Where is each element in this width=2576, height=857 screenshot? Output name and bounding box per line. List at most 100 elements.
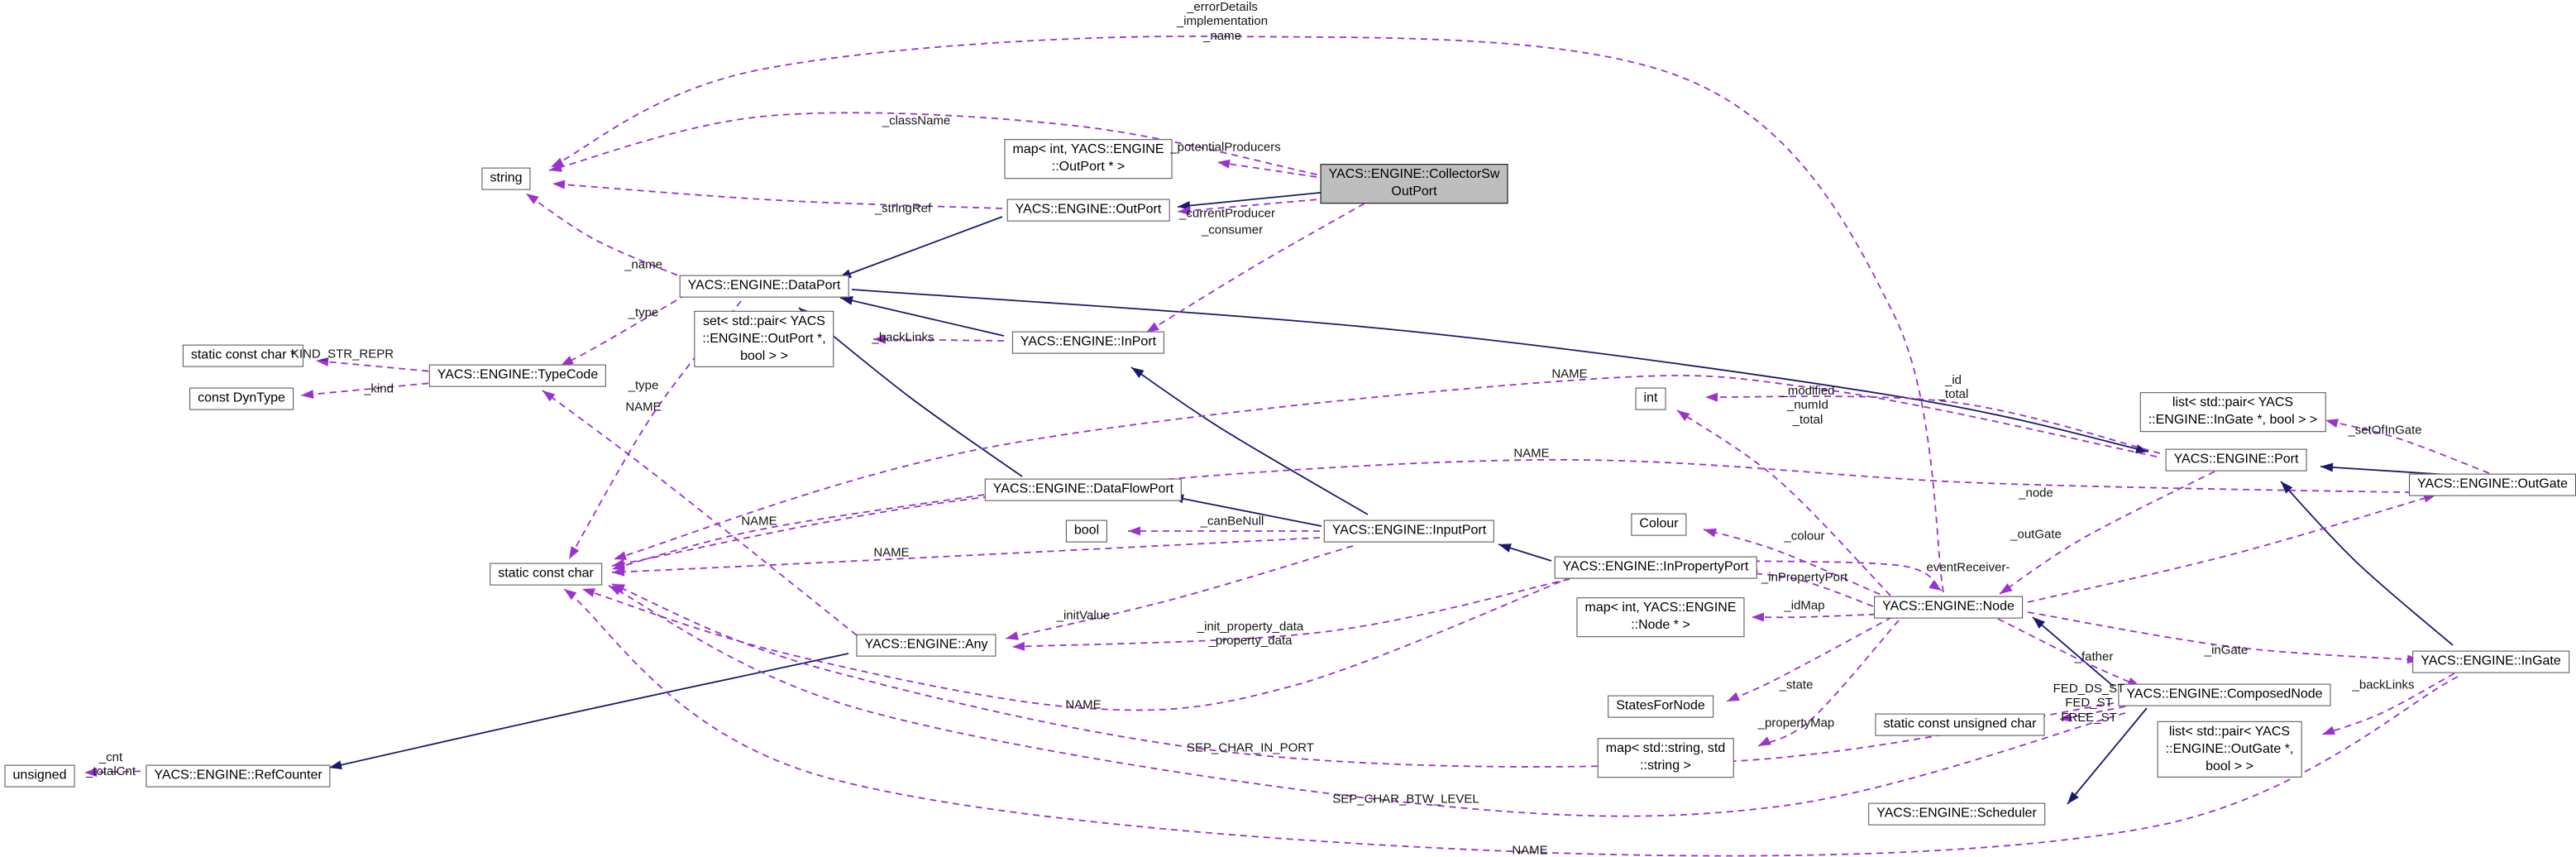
edge-composedNode-scheduler — [2067, 707, 2148, 805]
class-node-colour: Colour — [1631, 513, 1687, 536]
class-node-composedNode[interactable]: YACS::ENGINE::ComposedNode — [2118, 683, 2331, 706]
edge-node-inPropertyPort — [1744, 572, 1885, 611]
edge-inGate-port — [2280, 481, 2454, 646]
arrowhead — [612, 567, 625, 577]
edge-inGate-staticConstChar — [563, 588, 2459, 857]
arrowhead — [2033, 617, 2045, 629]
class-node-staticConstUChar: static const unsigned char — [1875, 713, 2045, 736]
edge-inputPort-inPort — [1130, 366, 1369, 515]
edge-collector-inPort — [1145, 203, 1365, 333]
edge-inPort-dataPort — [839, 297, 1005, 337]
arrowhead — [1727, 692, 1740, 701]
edge-composedNode-staticConstChar — [608, 585, 2126, 817]
edge-any-typeCode — [542, 390, 858, 636]
edge-node-statesForNode — [1726, 616, 1893, 702]
arrowhead — [1131, 367, 1145, 378]
edge-node-outGate — [2027, 494, 2437, 603]
class-node-staticConstChar: static const char — [490, 563, 602, 586]
arrowhead — [1704, 528, 1717, 538]
arrowhead — [552, 180, 566, 189]
edge-outGate-port — [2320, 466, 2450, 476]
arrowhead — [1128, 526, 1140, 536]
class-node-int: int — [1635, 387, 1666, 410]
class-node-dataPort[interactable]: YACS::ENGINE::DataPort — [679, 275, 849, 298]
class-node-scheduler[interactable]: YACS::ENGINE::Scheduler — [1868, 802, 2045, 826]
class-node-dataFlowPort[interactable]: YACS::ENGINE::DataFlowPort — [984, 478, 1183, 501]
class-node-mapIntNode: map< int, YACS::ENGINE ::Node * > — [1576, 597, 1745, 637]
arrowhead — [2059, 712, 2072, 722]
class-node-collector[interactable]: YACS::ENGINE::CollectorSw OutPort — [1320, 164, 1508, 203]
arrowhead — [2322, 725, 2335, 735]
edge-outGate-staticConstChar — [611, 458, 2447, 567]
class-node-inputPort[interactable]: YACS::ENGINE::InputPort — [1323, 519, 1495, 543]
class-node-bool: bool — [1065, 519, 1108, 543]
edge-dataPort-typeCode — [560, 294, 687, 366]
edge-any-refCounter — [328, 653, 849, 768]
edge-port-staticConstChar — [613, 375, 2158, 560]
edge-inputPort-any — [1005, 545, 1354, 639]
edge-collector-mapIntOutPort — [1216, 161, 1329, 180]
edge-inputPort-dataFlowPort — [1170, 496, 1322, 527]
arrowhead — [569, 546, 580, 559]
class-node-mapStringString: map< std::string, std ::string > — [1597, 738, 1734, 778]
arrowhead — [582, 588, 595, 597]
edge-node-mapStringString — [1757, 620, 1900, 747]
edge-composedNode-staticConstChar — [611, 583, 2115, 768]
arrowhead — [526, 194, 539, 204]
edge-collector-outPort — [1177, 191, 1329, 208]
class-node-any[interactable]: YACS::ENGINE::Any — [856, 634, 996, 657]
arrowhead — [2325, 419, 2339, 428]
class-node-inGate[interactable]: YACS::ENGINE::InGate — [2412, 650, 2569, 673]
class-node-outPort[interactable]: YACS::ENGINE::OutPort — [1006, 199, 1170, 222]
arrowhead — [614, 551, 627, 561]
arrowhead — [612, 561, 625, 571]
arrowhead — [1146, 322, 1159, 333]
edge-collector-outPort — [1177, 198, 1329, 213]
edge-port-int — [1704, 395, 2161, 454]
arrowhead — [316, 357, 329, 366]
arrowhead — [1705, 392, 1718, 402]
arrowhead — [1498, 543, 1512, 553]
arrowhead — [561, 356, 574, 366]
edge-node-inGate — [2027, 611, 2421, 661]
edge-node-string — [550, 35, 1944, 593]
arrowhead — [2320, 462, 2334, 472]
class-node-mapIntOutPort: map< int, YACS::ENGINE ::OutPort * > — [1004, 139, 1173, 179]
arrowhead — [564, 589, 577, 601]
class-node-refCounter[interactable]: YACS::ENGINE::RefCounter — [146, 764, 331, 788]
class-node-statesForNode: StatesForNode — [1608, 695, 1713, 718]
class-node-inPort[interactable]: YACS::ENGINE::InPort — [1011, 331, 1165, 354]
edge-outGate-listPairInGate — [2325, 419, 2490, 474]
class-node-listPairInGate: list< std::pair< YACS ::ENGINE::InGate *… — [2139, 392, 2326, 432]
arrowhead — [551, 157, 564, 167]
arrowhead — [1928, 580, 1942, 591]
edge-dataPort-string — [525, 193, 689, 280]
class-node-listPairOutGate: list< std::pair< YACS ::ENGINE::OutGate … — [2157, 721, 2302, 778]
class-node-inPropertyPort[interactable]: YACS::ENGINE::InPropertyPort — [1554, 556, 1757, 579]
class-node-typeCode[interactable]: YACS::ENGINE::TypeCode — [428, 364, 607, 387]
arrowhead — [2423, 493, 2436, 503]
class-node-port[interactable]: YACS::ENGINE::Port — [2165, 448, 2307, 472]
edge-node-composedNode — [1997, 618, 2141, 687]
edge-dataFlowPort-staticConstChar — [611, 492, 996, 570]
arrowhead — [542, 390, 556, 402]
class-node-outGate[interactable]: YACS::ENGINE::OutGate — [2409, 473, 2576, 496]
arrowhead — [1677, 410, 1690, 422]
edge-outPort-string — [552, 183, 1003, 209]
arrowhead — [84, 768, 98, 778]
arrowhead — [1758, 736, 1771, 746]
edge-inGate-listPairOutGate — [2321, 673, 2455, 735]
arrowhead — [873, 334, 887, 344]
edge-dataPort-port — [851, 289, 2149, 452]
edge-inPropertyPort-staticConstChar — [581, 577, 1572, 711]
arrowhead — [2000, 583, 2013, 594]
edge-port-node — [1999, 471, 2215, 595]
arrowhead — [1752, 612, 1764, 622]
class-node-node[interactable]: YACS::ENGINE::Node — [1874, 596, 2023, 619]
edge-outPort-dataPort — [838, 216, 1003, 279]
arrowhead — [609, 586, 622, 596]
edge-typeCode-staticConstCharPtr — [315, 360, 441, 373]
arrowhead — [329, 760, 342, 770]
